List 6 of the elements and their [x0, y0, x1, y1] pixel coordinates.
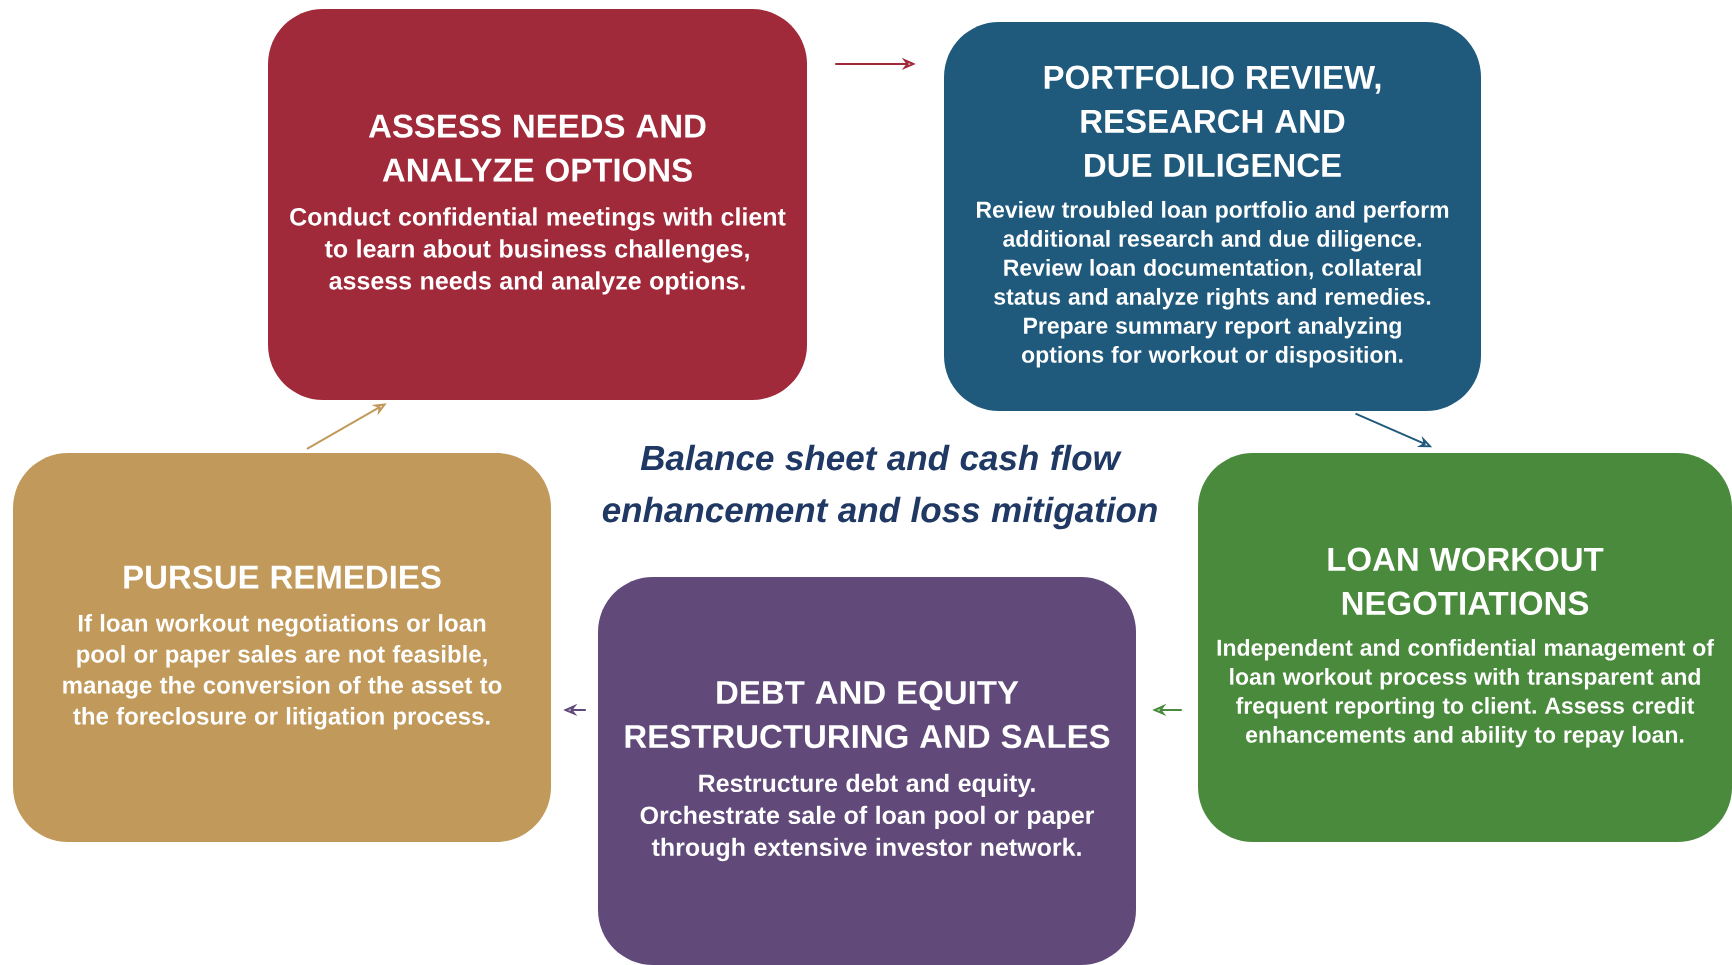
- process-box: LOAN WORKOUT NEGOTIATIONS Independent and confidential management of loan workout process with transparent and frequent reporting to client. Assess credit enhancements and ability to repay loan.: [1198, 453, 1732, 842]
- center-caption: Balance sheet and cash flow enhancement and loss mitigation: [602, 444, 1157, 530]
- process-box: DEBT AND EQUITY RESTRUCTURING AND SALES Restructure debt and equity. Orchestrate sale of loan pool or paper through extensive investor network.: [598, 577, 1136, 965]
- process-box: ASSESS NEEDS AND ANALYZE OPTIONS Conduct confidential meetings with client to learn about business challenges, assess needs and analyze options.: [268, 9, 807, 400]
- process-box: PURSUE REMEDIES If loan workout negotiations or loan pool or paper sales are not feasible, manage the conversion of the asset to the foreclosure or litigation process.: [13, 453, 551, 842]
- process-box: PORTFOLIO REVIEW, RESEARCH AND DUE DILIGENCE Review troubled loan portfolio and perform additional research and due diligence. Review loan documentation, collateral status and analyze rights and remedies. Prepare summary report analyzing options for workout or disposition.: [944, 22, 1481, 411]
